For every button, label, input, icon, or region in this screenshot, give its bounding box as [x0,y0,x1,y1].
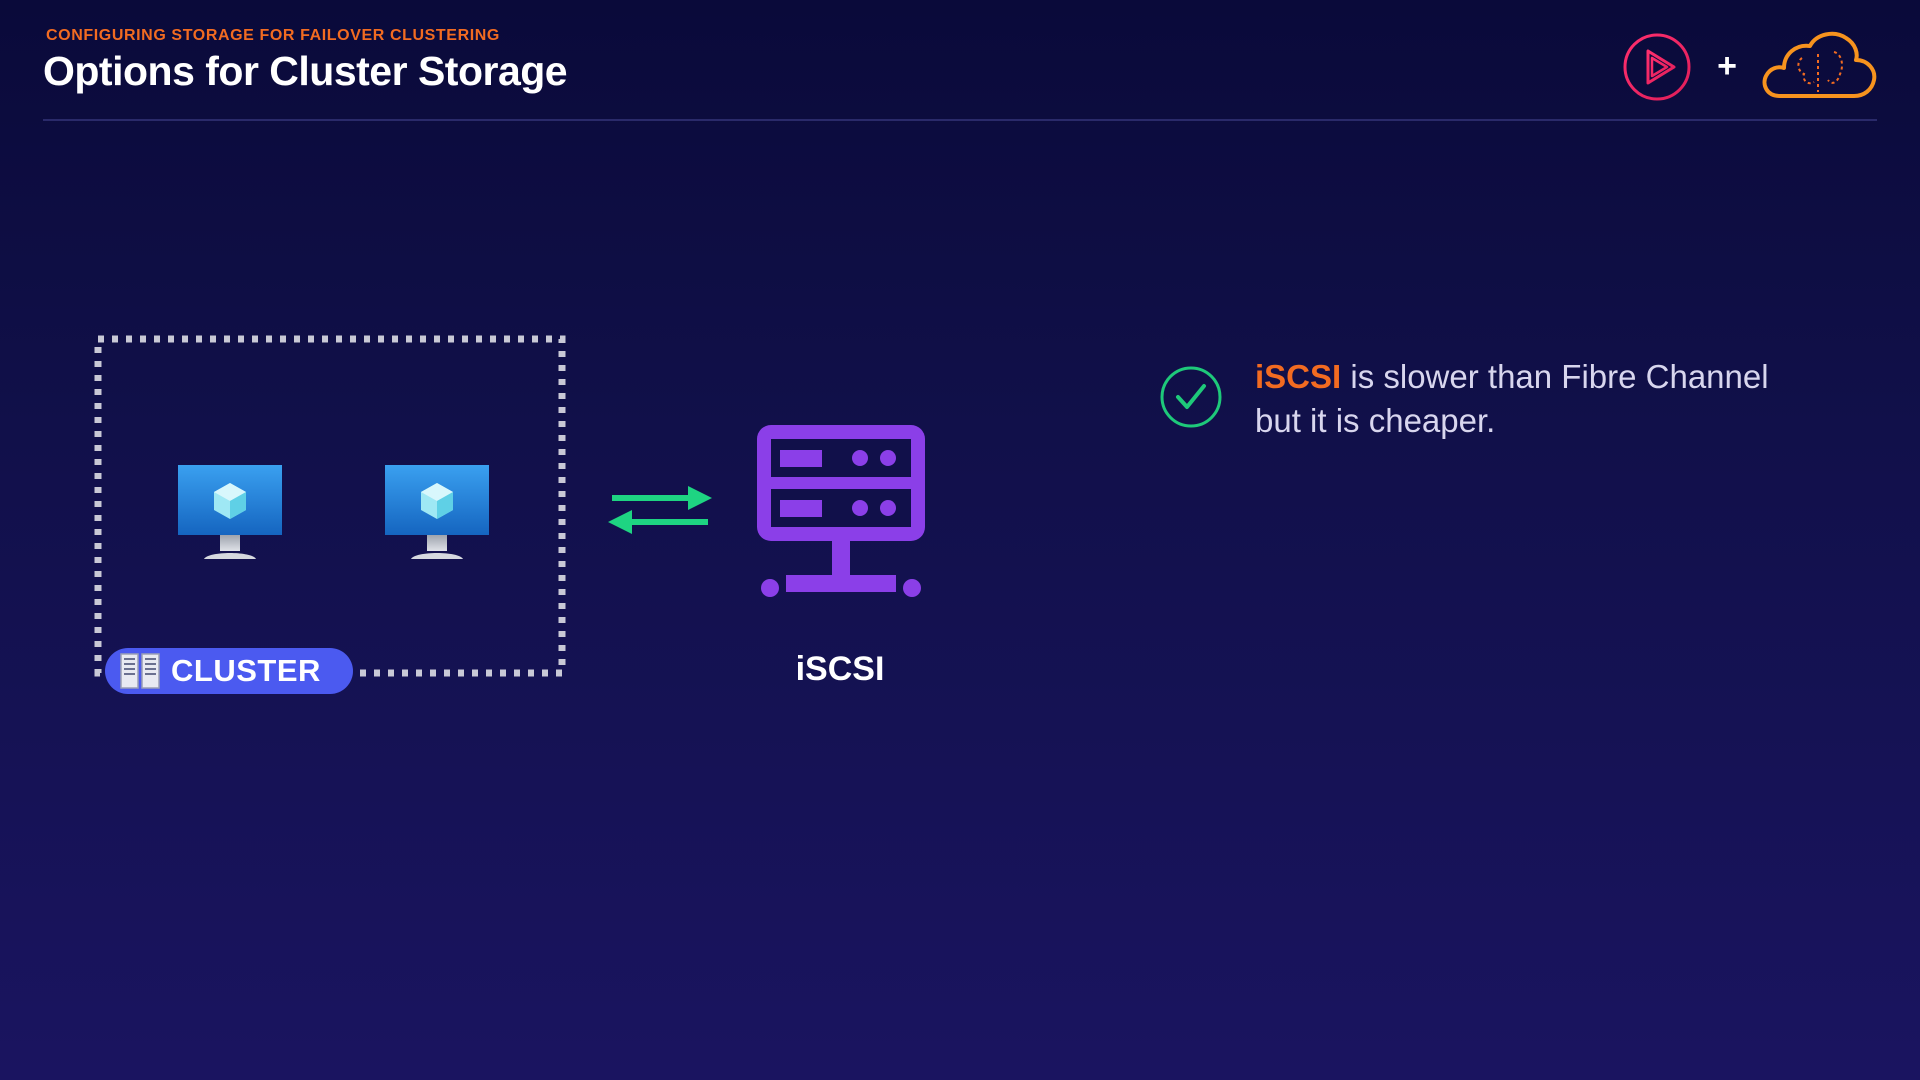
section-kicker: CONFIGURING STORAGE FOR FAILOVER CLUSTER… [46,27,500,44]
storage-label: iSCSI [795,650,885,688]
cloud-brain-logo-icon [1762,31,1877,98]
cluster-label-pill: CLUSTER [105,648,353,694]
virtual-machine-monitor-icon [178,465,282,559]
cluster-boundary [94,335,566,677]
bidirectional-arrows-icon [608,486,712,534]
note-line2: but it is cheaper. [1255,402,1496,439]
plus-sign: + [1717,47,1737,85]
header-divider [43,119,1877,121]
page-title: Options for Cluster Storage [43,48,568,94]
note-line1: is slower than Fibre Channel [1341,358,1769,395]
checkmark-circle-icon [1160,366,1222,428]
server-rack-icon [120,653,160,689]
cluster-label: CLUSTER [171,653,321,688]
server-storage-icon [757,425,925,597]
note-highlight: iSCSI [1255,358,1342,395]
comparison-note: iSCSI is slower than Fibre Channel but i… [1255,355,1855,443]
virtual-machine-monitor-icon [385,465,489,559]
play-triangle-logo-icon [1623,33,1691,101]
